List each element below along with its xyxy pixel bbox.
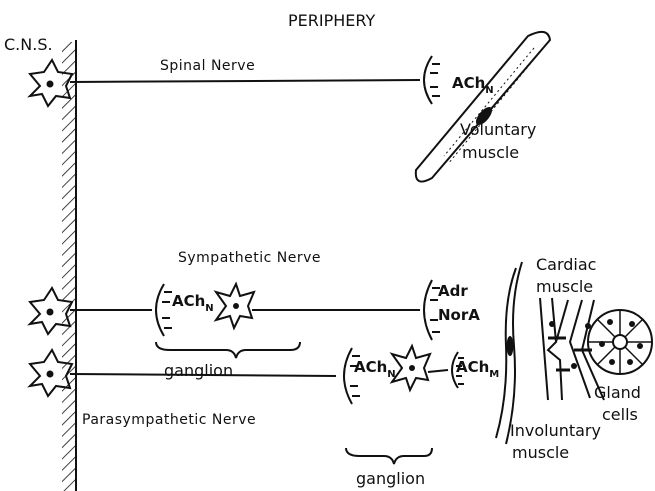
parasympathetic-ganglion-neuron	[392, 346, 430, 390]
voluntary-muscle-label-line1: Voluntary	[460, 120, 536, 139]
nora-label: NorA	[438, 306, 480, 324]
gland-cells-label-line2: cells	[602, 405, 638, 424]
gland-cells-label-line1: Gland	[594, 383, 641, 402]
sympathetic-ganglion-label: ganglion	[164, 361, 233, 380]
cns-label: C.N.S.	[4, 35, 53, 54]
spinal-nerve-ending	[424, 56, 440, 104]
sympathetic-ach-label: AChN	[172, 292, 214, 314]
parasympathetic-nerve-label: Parasympathetic Nerve	[82, 412, 256, 428]
spinal-axon	[70, 80, 420, 82]
involuntary-muscle-label-line2: muscle	[512, 443, 569, 462]
sympathetic-pathway: AChN Sympathetic Nerve ganglion Adr NorA	[30, 250, 480, 380]
ganglion-bracket-parasympathetic	[346, 448, 432, 464]
adr-label: Adr	[438, 282, 468, 300]
involuntary-muscle-label-line1: Involuntary	[510, 421, 601, 440]
parasympathetic-preganglionic-axon	[70, 374, 336, 376]
voluntary-muscle-label-line2: muscle	[462, 143, 519, 162]
involuntary-muscle-icon	[496, 262, 522, 444]
parasympathetic-postganglionic-axon	[428, 370, 448, 372]
cns-wall	[62, 40, 76, 491]
sympathetic-ganglion-neuron	[216, 284, 254, 328]
sympathetic-ganglion-synapse	[156, 284, 172, 336]
parasympathetic-pathway: AChN AChM Parasympathetic Nerve ganglion	[30, 346, 499, 488]
parasympathetic-ganglion-synapse	[344, 348, 360, 404]
periphery-label: PERIPHERY	[288, 11, 375, 30]
parasympathetic-ach-m-label: AChM	[456, 358, 499, 380]
parasympathetic-ach-n-label: AChN	[354, 358, 396, 380]
spinal-pathway: Spinal Nerve AChN Voluntary muscle	[30, 32, 550, 182]
cardiac-muscle-label-line2: muscle	[536, 277, 593, 296]
gland-cells-icon	[588, 310, 652, 374]
ganglion-bracket-sympathetic	[156, 342, 300, 358]
cardiac-muscle-label-line1: Cardiac	[536, 255, 596, 274]
spinal-nerve-label: Spinal Nerve	[160, 58, 255, 74]
sympathetic-nerve-label: Sympathetic Nerve	[178, 250, 321, 266]
parasympathetic-ganglion-label: ganglion	[356, 469, 425, 488]
